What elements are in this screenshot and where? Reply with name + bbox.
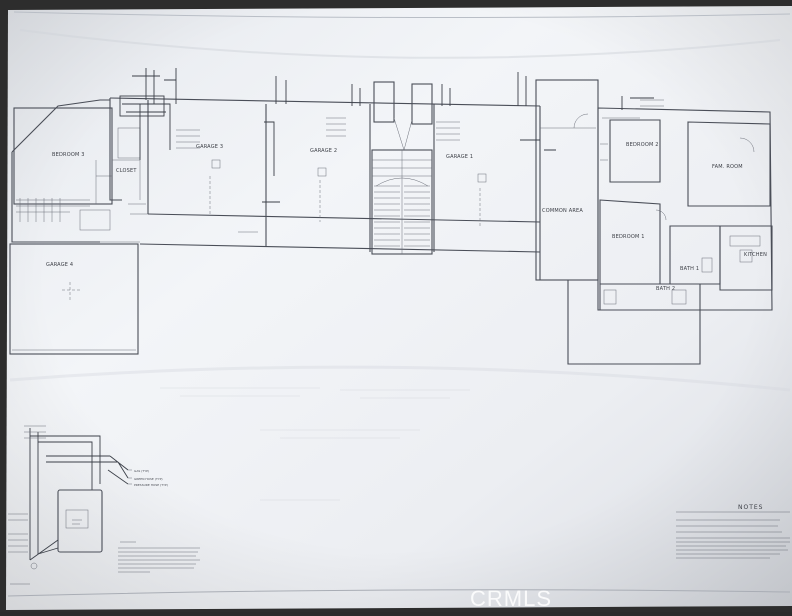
label-bath-2: BATH 2 bbox=[656, 286, 675, 292]
label-bedroom-3: BEDROOM 3 bbox=[52, 152, 85, 158]
label-bath-1: BATH 1 bbox=[680, 266, 699, 272]
garage-strip bbox=[109, 97, 541, 280]
legend-item-1: GAS (TYP) bbox=[134, 469, 149, 473]
center-stairs bbox=[371, 81, 433, 255]
label-bedroom-2: BEDROOM 2 bbox=[626, 142, 659, 148]
room-labels: BEDROOM 3 CLOSET GARAGE 3 GARAGE 2 GARAG… bbox=[46, 142, 767, 292]
legend-item-3: PRESSURE HOSE (TYP) bbox=[134, 483, 168, 487]
plumbing-risers bbox=[119, 68, 664, 233]
label-garage-4: GARAGE 4 bbox=[46, 262, 73, 268]
label-garage-3: GARAGE 3 bbox=[196, 144, 223, 150]
label-bedroom-1: BEDROOM 1 bbox=[612, 234, 645, 240]
label-garage-1: GARAGE 1 bbox=[446, 154, 473, 160]
left-unit bbox=[9, 98, 148, 355]
legend-item-2: GREEN HOSE (TYP) bbox=[134, 477, 163, 481]
faint-print-through bbox=[160, 387, 470, 501]
label-garage-2: GARAGE 2 bbox=[310, 148, 337, 154]
meter-schematic: GAS (TYP) GREEN HOSE (TYP) PRESSURE HOSE… bbox=[8, 425, 200, 585]
label-common-area: COMMON AREA bbox=[542, 208, 583, 214]
crmls-watermark: CRMLS bbox=[470, 586, 552, 611]
label-family-room: FAM. ROOM bbox=[712, 164, 743, 170]
right-unit bbox=[535, 79, 773, 365]
notes-title: NOTES bbox=[738, 504, 763, 511]
notes-block: NOTES bbox=[676, 504, 790, 559]
label-closet: CLOSET bbox=[116, 168, 137, 174]
label-kitchen: KITCHEN bbox=[744, 252, 767, 258]
